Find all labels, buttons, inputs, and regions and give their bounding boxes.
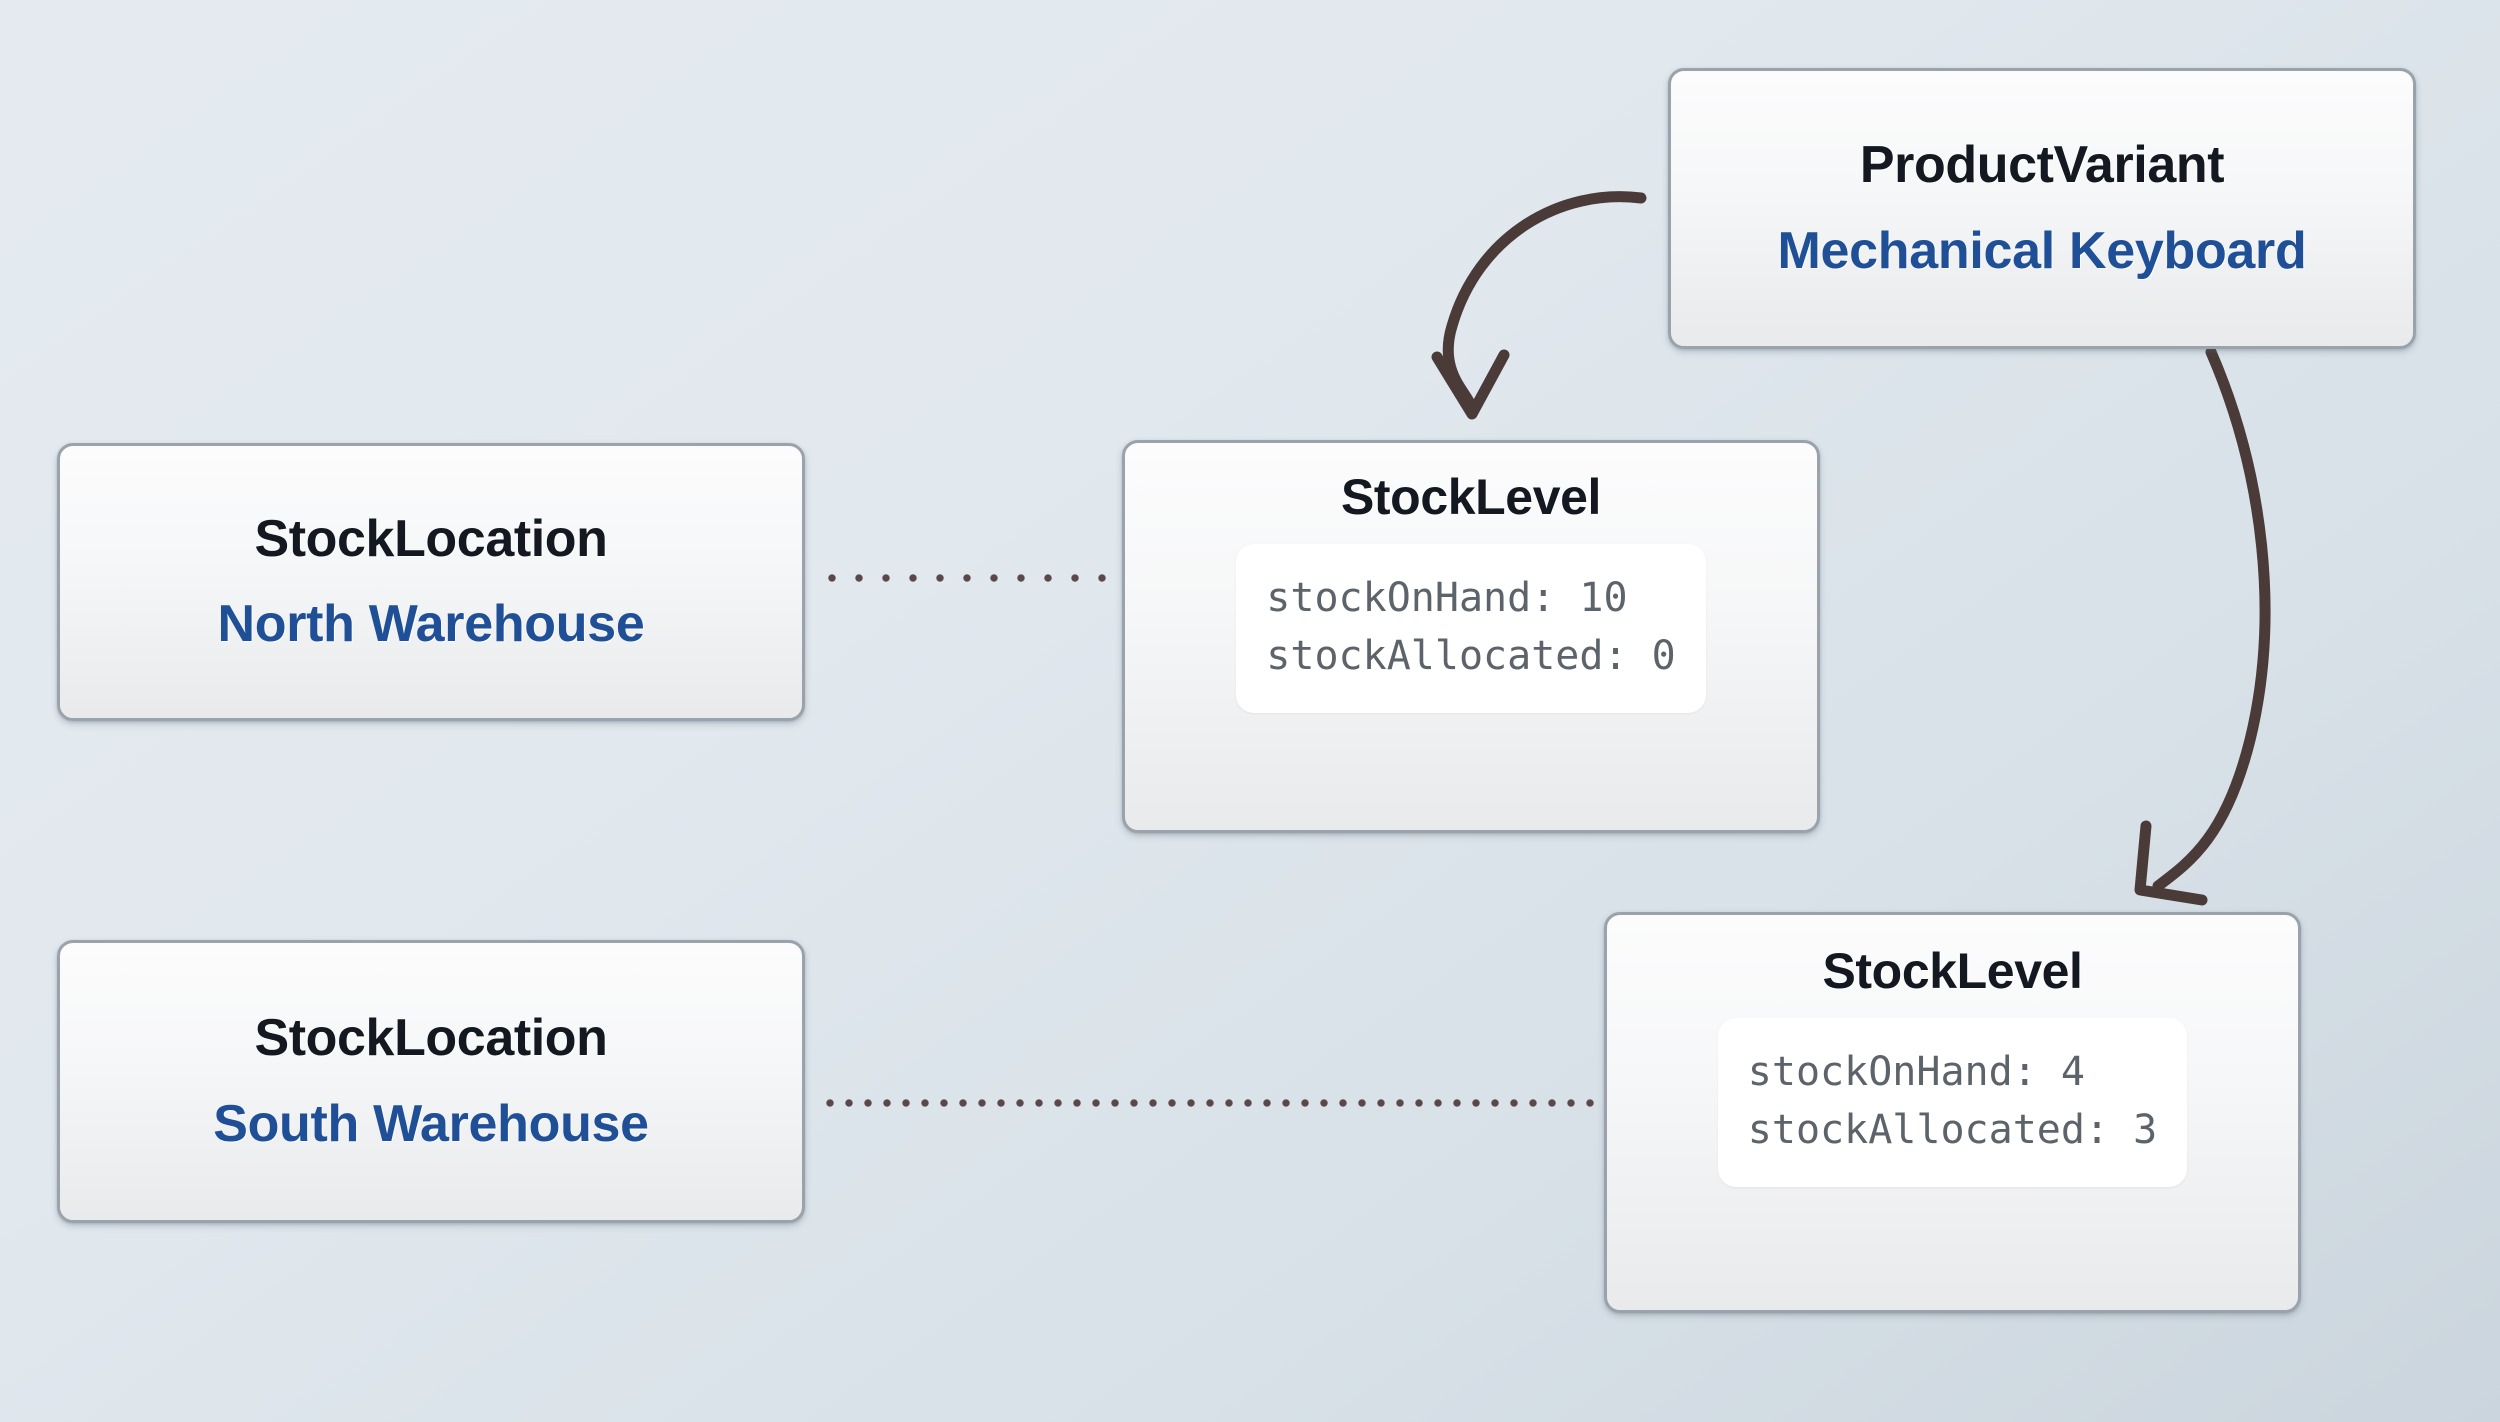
node-stock-level-south-title: StockLevel (1822, 943, 2083, 999)
node-stock-location-north-subtitle: North Warehouse (217, 595, 645, 653)
edge-north-location-to-level (828, 571, 1108, 585)
edge-variant-to-north-level-arrow (1431, 191, 1647, 420)
node-stock-location-south-title: StockLocation (254, 1009, 608, 1068)
edge-south-location-to-level (826, 1096, 1596, 1110)
attribute-stock-allocated: stockAllocated: 3 (1747, 1106, 2158, 1153)
attribute-stock-allocated: stockAllocated: 0 (1266, 632, 1676, 679)
node-stock-location-north[interactable]: StockLocation North Warehouse (57, 443, 805, 721)
node-stock-location-south-subtitle: South Warehouse (213, 1094, 649, 1153)
node-stock-level-north-attributes: stockOnHand: 10 stockAllocated: 0 (1236, 544, 1706, 714)
node-stock-level-south-attributes: stockOnHand: 4 stockAllocated: 3 (1717, 1018, 2188, 1188)
node-product-variant-title: ProductVariant (1859, 136, 2225, 195)
node-product-variant-subtitle: Mechanical Keyboard (1777, 221, 2307, 280)
node-stock-level-south[interactable]: StockLevel stockOnHand: 4 stockAllocated… (1604, 912, 2301, 1313)
node-stock-level-north[interactable]: StockLevel stockOnHand: 10 stockAllocate… (1122, 440, 1820, 833)
node-stock-level-north-title: StockLevel (1340, 469, 1601, 525)
edge-variant-to-south-level-arrow (2134, 346, 2271, 906)
attribute-stock-on-hand: stockOnHand: 10 (1266, 575, 1628, 621)
attribute-stock-on-hand: stockOnHand: 4 (1747, 1049, 2085, 1095)
node-stock-location-south[interactable]: StockLocation South Warehouse (57, 940, 805, 1223)
node-product-variant[interactable]: ProductVariant Mechanical Keyboard (1668, 68, 2416, 349)
node-stock-location-north-title: StockLocation (254, 509, 608, 568)
